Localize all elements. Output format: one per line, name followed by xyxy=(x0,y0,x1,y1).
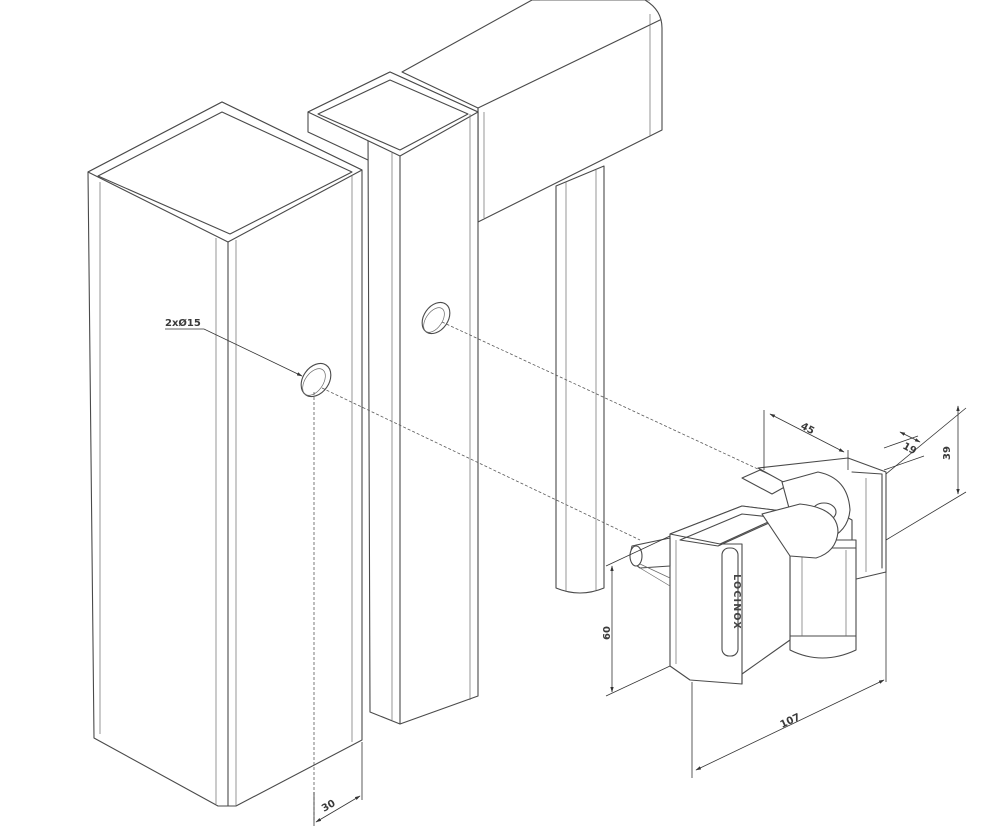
gate-stile-post xyxy=(307,71,479,725)
dim-30-label: 30 xyxy=(320,798,338,815)
dimension-60: 60 xyxy=(602,535,671,697)
brand-label: LOCINOX xyxy=(731,574,742,630)
alignment-lines xyxy=(313,321,761,820)
gate-top-rail xyxy=(401,0,663,223)
dimension-39: 39 xyxy=(885,405,967,541)
dim-60-label: 60 xyxy=(602,626,613,640)
dimension-hole-callout: 2xØ15 xyxy=(165,317,303,377)
gate-vertical-bar xyxy=(555,165,605,594)
fence-post xyxy=(87,101,363,807)
brand-badge xyxy=(721,547,739,657)
dim-39-label: 39 xyxy=(942,446,953,460)
dim-45-label: 45 xyxy=(799,421,816,437)
locinox-hinge: LOCINOX xyxy=(629,457,887,685)
dim-107-label: 107 xyxy=(779,712,803,731)
hole-callout-label: 2xØ15 xyxy=(165,317,201,329)
dimension-19: 19 xyxy=(883,431,925,471)
